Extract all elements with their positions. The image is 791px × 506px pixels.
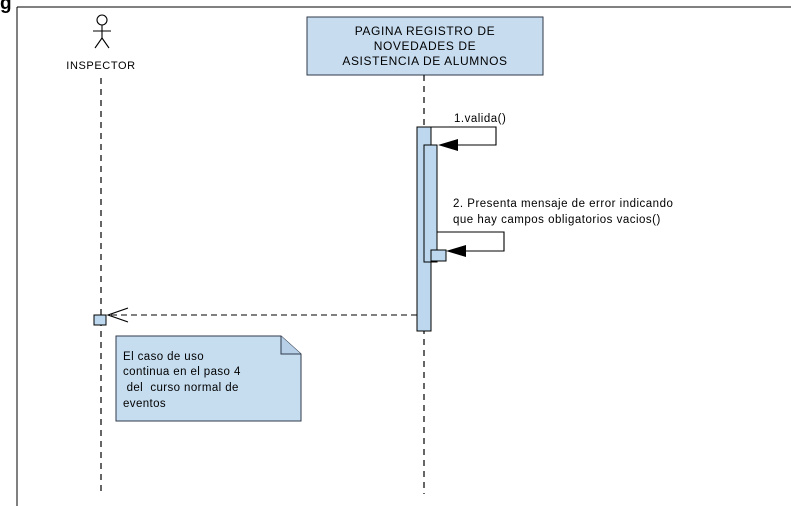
header-fragment: g xyxy=(0,0,12,14)
return-message-arrowhead xyxy=(106,307,129,323)
folded-corner-icon xyxy=(280,336,301,355)
note-box xyxy=(115,335,302,422)
message-1-arrowhead xyxy=(438,139,458,151)
stick-figure-icon xyxy=(93,14,111,49)
note-line-3: del curso normal de xyxy=(123,382,239,394)
object-pagina-registro: PAGINA REGISTRO DE NOVEDADES DE ASISTENC… xyxy=(306,16,544,76)
actor-inspector: INSPECTOR xyxy=(66,14,135,72)
message-2-arrowhead xyxy=(446,245,466,257)
object-title-line-3: ASISTENCIA DE ALUMNOS xyxy=(342,54,507,68)
actor-activation-bar xyxy=(93,314,107,326)
message-2-label-line-2: que hay campos obligatorios vacios() xyxy=(453,214,661,226)
actor-label: INSPECTOR xyxy=(66,60,135,72)
message-1-label: 1.valida() xyxy=(454,113,506,125)
note-line-2: continua en el paso 4 xyxy=(123,366,241,378)
message-1-self-call: 1.valida() xyxy=(431,113,506,151)
activation-bar-message-2 xyxy=(430,249,447,262)
note: El caso de uso continua en el paso 4 del… xyxy=(115,335,302,422)
object-title-line-2: NOVEDADES DE xyxy=(374,39,477,53)
object-title-line-1: PAGINA REGISTRO DE xyxy=(355,24,496,38)
message-2-arrow-line xyxy=(437,231,505,252)
object-box xyxy=(306,16,544,76)
note-line-1: El caso de uso xyxy=(123,351,204,363)
message-2-label-line-1: 2. Presenta mensaje de error indicando xyxy=(453,198,673,210)
activation-bar-nested xyxy=(423,144,438,263)
message-1-arrow-line xyxy=(431,126,497,146)
note-line-4: eventos xyxy=(123,398,166,410)
return-message xyxy=(106,307,417,323)
message-2-self-call: 2. Presenta mensaje de error indicando q… xyxy=(437,198,673,257)
